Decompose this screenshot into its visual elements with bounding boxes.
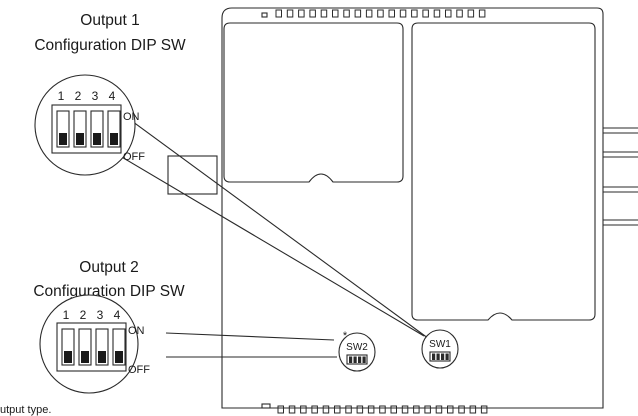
output2-switch-4-knob	[115, 351, 123, 363]
header-pin	[377, 9, 384, 18]
header-pin	[379, 405, 386, 414]
output2-switch-3-knob	[98, 351, 106, 363]
header-pin	[311, 405, 318, 414]
header-pin	[388, 9, 395, 18]
output2-dip-body	[56, 322, 127, 372]
output1-off-label: OFF	[123, 151, 145, 163]
sw1-mini-switches	[432, 353, 449, 360]
mini-switch	[441, 353, 445, 360]
header-pin	[401, 405, 409, 414]
output2-sw-number-4: 4	[114, 308, 121, 322]
header-pin	[298, 9, 305, 18]
mini-switch	[436, 353, 440, 360]
header-pin	[456, 9, 463, 18]
output1-switch-2-knob	[76, 133, 84, 145]
right-module-window	[411, 22, 596, 321]
mini-switch	[362, 356, 366, 363]
board	[167, 7, 638, 414]
header-pin	[435, 405, 443, 414]
output1-dip-body	[51, 104, 122, 154]
header-pin	[445, 9, 452, 18]
output1-sw-number-2: 2	[75, 89, 82, 103]
bottom-pin-header	[277, 405, 488, 414]
output2-on-label: ON	[128, 325, 145, 337]
output1-title: Output 1	[80, 12, 139, 29]
output1-switch-4-knob	[110, 133, 118, 145]
bottom-pin-marker	[261, 403, 271, 409]
sw1-label: SW1	[429, 339, 451, 350]
output2-callout: Output 2 Configuration DIP SW 1 2 3 4 ON…	[33, 259, 185, 394]
header-pin	[447, 405, 454, 414]
mini-switch	[432, 353, 436, 360]
header-pin	[367, 405, 375, 414]
header-pin	[411, 9, 418, 18]
header-pin	[345, 405, 352, 414]
header-pin	[309, 9, 316, 18]
output2-switches	[61, 328, 126, 366]
header-pin	[300, 405, 307, 414]
right-terminals	[603, 127, 638, 226]
mini-switch	[445, 353, 449, 360]
header-pin	[433, 9, 441, 18]
header-pin	[288, 405, 296, 414]
sw2-component: SW2 *	[338, 330, 376, 372]
header-pin	[322, 405, 330, 414]
output1-on-label: ON	[123, 111, 140, 123]
footnote-text: utput type.	[0, 404, 51, 416]
output2-switch-1-knob	[64, 351, 72, 363]
leader-lines	[119, 115, 437, 358]
output1-sw-number-1: 1	[58, 89, 65, 103]
header-pin	[343, 9, 350, 18]
mini-switch	[358, 356, 362, 363]
header-pin	[458, 405, 465, 414]
header-pin	[332, 9, 339, 18]
sw2-label: SW2	[346, 342, 368, 353]
header-pin	[334, 405, 341, 414]
top-pin-marker	[261, 12, 268, 18]
header-pin	[286, 9, 294, 18]
output2-subtitle: Configuration DIP SW	[33, 283, 185, 300]
output1-switches	[56, 110, 121, 148]
header-pin	[413, 405, 420, 414]
header-pin	[356, 405, 364, 414]
header-pin	[390, 405, 397, 414]
top-pin-header	[275, 9, 486, 18]
zoom-window	[167, 155, 218, 195]
header-pin	[320, 9, 328, 18]
output1-switch-3-knob	[93, 133, 101, 145]
sw2-asterisk: *	[343, 330, 348, 342]
mini-switch	[353, 356, 357, 363]
output1-subtitle: Configuration DIP SW	[34, 37, 186, 54]
header-pin	[480, 405, 488, 414]
output2-sw-number-3: 3	[97, 308, 104, 322]
output2-switch-2-knob	[81, 351, 89, 363]
header-pin	[422, 9, 429, 18]
output2-off-label: OFF	[128, 364, 150, 376]
output2-sw-number-1: 1	[63, 308, 70, 322]
header-pin	[277, 405, 284, 414]
header-pin	[469, 405, 477, 414]
output1-sw-number-4: 4	[109, 89, 116, 103]
left-module-window	[223, 22, 404, 183]
header-pin	[354, 9, 362, 18]
output1-switch-1-knob	[59, 133, 67, 145]
mini-switch	[349, 356, 353, 363]
header-pin	[399, 9, 407, 18]
output2-sw-number-2: 2	[80, 308, 87, 322]
output2-title: Output 2	[79, 259, 138, 276]
sw1-component: SW1	[421, 329, 459, 369]
sw2-mini-switches	[349, 356, 366, 363]
header-pin	[275, 9, 282, 18]
header-pin	[467, 9, 475, 18]
header-pin	[365, 9, 373, 18]
output1-sw-number-3: 3	[92, 89, 99, 103]
output1-callout: Output 1 Configuration DIP SW 1 2 3 4 ON…	[34, 12, 186, 176]
header-pin	[478, 9, 486, 18]
header-pin	[424, 405, 431, 414]
